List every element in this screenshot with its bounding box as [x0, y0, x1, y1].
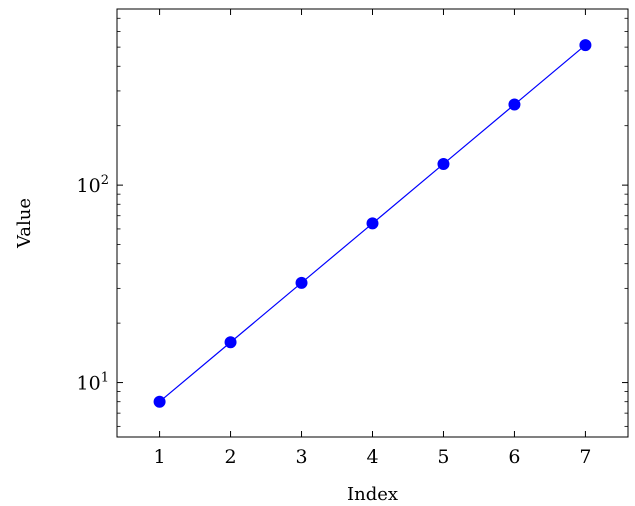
data-point-6 — [508, 98, 521, 111]
y-tick-label-10: 101 — [77, 371, 109, 395]
x-tick-label-6: 6 — [508, 446, 520, 468]
x-tick-label-5: 5 — [437, 446, 449, 468]
data-point-1 — [153, 395, 166, 408]
y-tick-label-100: 102 — [77, 173, 109, 197]
data-point-7 — [579, 39, 592, 52]
x-axis-title: Index — [347, 484, 398, 505]
x-tick-label-7: 7 — [579, 446, 591, 468]
x-tick-label-3: 3 — [295, 446, 307, 468]
plot-area: 1 2 3 4 5 6 7 101 102 — [77, 8, 629, 468]
x-tick-label-4: 4 — [366, 446, 378, 468]
x-tick-label-1: 1 — [154, 446, 166, 468]
data-point-3 — [295, 276, 308, 289]
data-point-5 — [437, 157, 450, 170]
data-point-2 — [224, 336, 237, 349]
data-point-4 — [366, 217, 379, 230]
x-tick-label-2: 2 — [225, 446, 237, 468]
y-axis-title: Value — [14, 198, 35, 249]
